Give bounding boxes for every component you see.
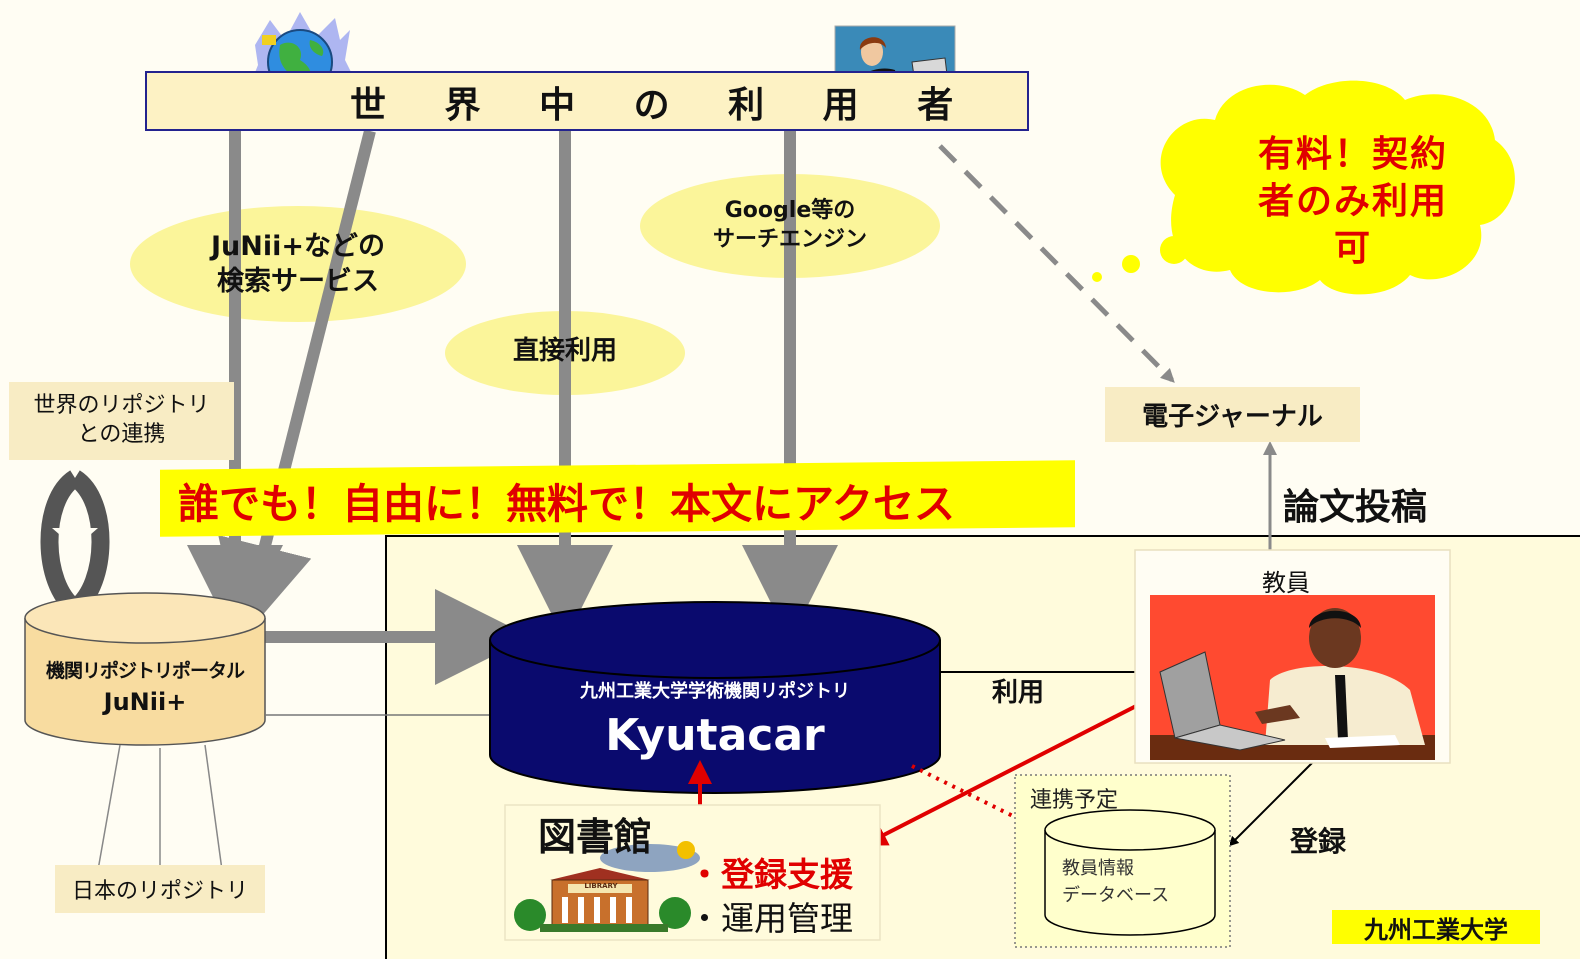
paper-submission-label: 論文投稿: [1283, 487, 1428, 528]
ellipse-junii-search: [130, 206, 466, 322]
use-label: 利用: [992, 678, 1045, 708]
repository-title: 九州工業大学学術機関リポジトリ: [580, 681, 850, 702]
ejournal-box: 電子ジャーナル: [1105, 387, 1360, 442]
operation-management: ・運用管理: [688, 899, 853, 938]
businessman-at-laptop-icon: [1150, 608, 1435, 760]
world-repo-line-1: 世界のリポジトリ: [33, 393, 210, 419]
arrow-register: [1228, 762, 1313, 847]
arrow-dotted-collab: [911, 764, 1026, 824]
junii-search-label: JuNii+などの 検索サービス: [180, 229, 416, 299]
paid-line-2: 者のみ利用: [1257, 180, 1448, 222]
users-bar: [145, 71, 1029, 131]
portal-name: JuNii+: [103, 688, 187, 716]
direct-use-label: 直接利用: [512, 336, 617, 366]
world-repo-box: 世界のリポジトリ との連携: [9, 382, 234, 460]
register-label: 登録: [1290, 825, 1347, 858]
search-engine-line-2: サーチエンジン: [712, 226, 867, 252]
faculty-db-line-1: 教員情報: [1062, 858, 1134, 879]
thought-bubble: [1092, 80, 1515, 295]
paid-line-1: 有料！契約: [1257, 134, 1448, 175]
faculty-db-label: 教員情報 データベース: [1062, 855, 1169, 909]
library-label: 図書館: [538, 815, 653, 859]
kyutacar-cylinder: [489, 601, 941, 794]
world-repo-line-2: との連携: [77, 422, 166, 447]
portal-title: 機関リポジトリポータル: [45, 660, 245, 682]
faculty-db-cylinder: [1044, 809, 1216, 936]
library-sign: LIBRARY: [584, 882, 618, 890]
faculty-db-line-2: データベース: [1062, 885, 1170, 906]
paid-access-note: 有料！契約 者のみ利用 可: [1228, 132, 1478, 272]
university-tag: 九州工業大学: [1332, 910, 1540, 944]
repository-name: Kyutacar: [605, 710, 825, 761]
collab-planned-label: 連携予定: [1030, 788, 1119, 813]
users-label: 世 界 中 の 利 用 者: [350, 85, 977, 126]
faculty-label: 教員: [1262, 569, 1310, 597]
arrow-faculty-to-library: [862, 698, 1149, 846]
junii-search-line-1: JuNii+などの: [211, 231, 385, 262]
registration-support: ・登録支援: [688, 855, 853, 894]
arrow-dashed-to-ejournal: [938, 144, 1175, 383]
search-engine-label: Google等の サーチエンジン: [670, 197, 910, 254]
paid-line-3: 可: [1333, 227, 1372, 269]
library-building-icon: [514, 841, 700, 932]
search-engine-line-1: Google等の: [724, 198, 856, 223]
sync-arrows-icon: [40, 470, 110, 616]
open-access-text: 誰でも！自由に！無料で！本文にアクセス: [178, 480, 955, 528]
japan-repo-box: 日本のリポジトリ: [55, 865, 265, 913]
junii-search-line-2: 検索サービス: [217, 266, 379, 298]
junii-cylinder: [24, 592, 266, 746]
